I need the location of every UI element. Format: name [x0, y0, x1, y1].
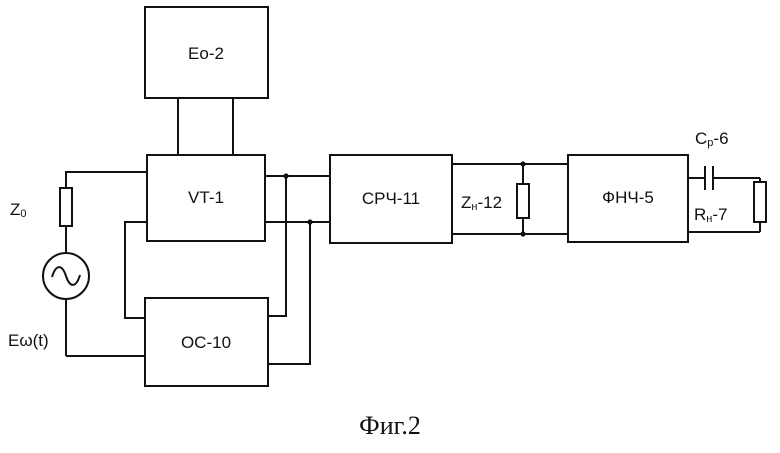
block-oc: OC-10	[145, 298, 268, 386]
block-oc-label: OC-10	[181, 333, 231, 352]
block-srch: СРЧ-11	[330, 155, 452, 243]
source-label: Eω(t)	[8, 331, 49, 350]
block-e0-label: Eo-2	[188, 44, 224, 63]
figure-caption: Фиг.2	[359, 411, 421, 440]
block-fnch: ФНЧ-5	[568, 155, 688, 242]
z0-label: Z0	[10, 200, 27, 220]
block-e0: Eo-2	[145, 7, 268, 98]
block-fnch-label: ФНЧ-5	[602, 188, 654, 207]
block-srch-label: СРЧ-11	[362, 189, 420, 208]
ac-source-icon	[43, 253, 89, 299]
rn-label: Rн-7	[694, 205, 727, 225]
block-vt: VT-1	[147, 155, 265, 241]
cp-capacitor-icon	[705, 166, 713, 190]
zn-resistor	[517, 184, 529, 218]
zn-label: Zн-12	[461, 193, 502, 213]
cp-label: Cр-6	[695, 129, 729, 149]
rn-resistor	[754, 182, 766, 222]
z0-resistor	[60, 188, 72, 226]
block-vt-label: VT-1	[188, 188, 224, 207]
